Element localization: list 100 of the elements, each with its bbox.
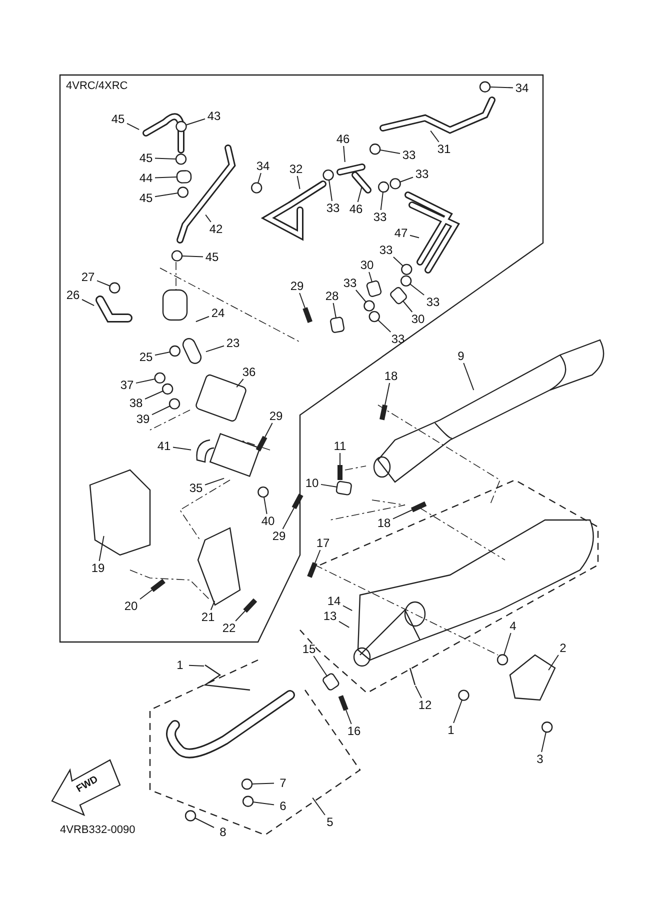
callout-number: 17 [314, 536, 332, 550]
leader-line [343, 146, 346, 162]
leader-line [205, 214, 212, 222]
callout-number: 31 [435, 142, 453, 156]
leader-line [410, 234, 420, 238]
callout-number: 47 [392, 226, 410, 240]
sleeve-part [366, 280, 382, 298]
bolt-part [410, 501, 427, 512]
leader-line [378, 320, 392, 332]
callout-number: 33 [341, 276, 359, 290]
callout-number: 37 [118, 378, 136, 392]
sleeve-part [335, 480, 352, 496]
leader-line [205, 345, 224, 352]
callout-number: 10 [303, 476, 321, 490]
callout-number: 45 [109, 112, 127, 126]
washer-part [154, 372, 166, 384]
callout-number: 20 [122, 599, 140, 613]
leader-line [338, 620, 350, 628]
callout-number: 4 [504, 619, 522, 633]
callout-number: 1 [171, 658, 189, 672]
washer-part [162, 383, 174, 395]
bolt-part [307, 562, 318, 578]
callout-number: 8 [214, 825, 232, 839]
washer-part [496, 654, 508, 666]
callout-number: 30 [358, 258, 376, 272]
callout-number: 29 [270, 529, 288, 543]
leader-line [172, 446, 192, 450]
leader-line [264, 496, 268, 514]
leader-line [82, 299, 95, 306]
callout-number: 29 [267, 409, 285, 423]
leader-line [380, 150, 400, 154]
callout-number: 41 [155, 439, 173, 453]
callout-number: 25 [137, 350, 155, 364]
callout-number: 16 [345, 724, 363, 738]
leader-line [188, 664, 204, 666]
callout-number: 33 [424, 295, 442, 309]
leader-line [236, 378, 244, 388]
leader-line [368, 272, 372, 282]
washer-part [390, 178, 401, 190]
washer-part [241, 778, 253, 790]
callout-number: 18 [382, 369, 400, 383]
callout-number: 45 [203, 250, 221, 264]
washer-part [369, 144, 381, 155]
leader-line [210, 600, 216, 610]
leader-line [320, 484, 338, 488]
bolt-part [338, 695, 348, 711]
bolt-part [380, 404, 388, 420]
leader-line [154, 352, 170, 356]
callout-number: 34 [513, 81, 531, 95]
callout-number: 13 [321, 609, 339, 623]
leader-line [453, 700, 462, 724]
leader-line [357, 186, 362, 202]
leader-line [154, 158, 176, 160]
washer-part [322, 169, 334, 181]
washer-part [169, 345, 180, 357]
callout-number: 33 [389, 332, 407, 346]
leader-line [96, 280, 110, 286]
callout-number: 12 [416, 698, 434, 712]
callout-number: 21 [199, 610, 217, 624]
washer-part [364, 300, 375, 312]
leader-line [400, 176, 414, 182]
leader-line [252, 802, 274, 806]
leader-line [195, 316, 210, 322]
callout-number: 38 [127, 396, 145, 410]
callout-number: 42 [207, 222, 225, 236]
variant-code: 4VRC/4XRC [66, 80, 128, 93]
arrow-label: FWD [74, 773, 100, 796]
leader-line [414, 685, 422, 698]
leader-line [410, 284, 425, 296]
washer-part [251, 182, 262, 194]
leader-line [154, 192, 178, 198]
callout-number: 3 [531, 752, 549, 766]
callout-number: 33 [400, 148, 418, 162]
washer-part [541, 722, 553, 733]
leader-line [314, 550, 321, 564]
leader-line [152, 406, 170, 416]
callout-number: 6 [274, 799, 292, 813]
callout-number: 26 [64, 288, 82, 302]
sleeve-part [388, 286, 408, 306]
leader-line [144, 390, 164, 400]
leader-line [252, 782, 274, 784]
leader-line [194, 818, 214, 828]
leader-line [392, 510, 412, 520]
callout-number: 7 [274, 776, 292, 790]
washer-part [401, 264, 412, 276]
washer-part [378, 181, 390, 193]
callout-number: 45 [137, 191, 155, 205]
callout-number: 30 [409, 312, 427, 326]
callout-number: 14 [325, 594, 343, 608]
callout-number: 22 [220, 621, 238, 635]
leader-line [235, 610, 246, 622]
callout-number: 33 [413, 167, 431, 181]
leader-line [296, 176, 300, 190]
callout-number: 45 [137, 151, 155, 165]
leader-line [140, 590, 152, 600]
leader-line [504, 632, 512, 656]
callout-number: 23 [224, 336, 242, 350]
leader-line [313, 656, 328, 676]
callout-number: 2 [554, 641, 572, 655]
leader-line [136, 378, 156, 384]
